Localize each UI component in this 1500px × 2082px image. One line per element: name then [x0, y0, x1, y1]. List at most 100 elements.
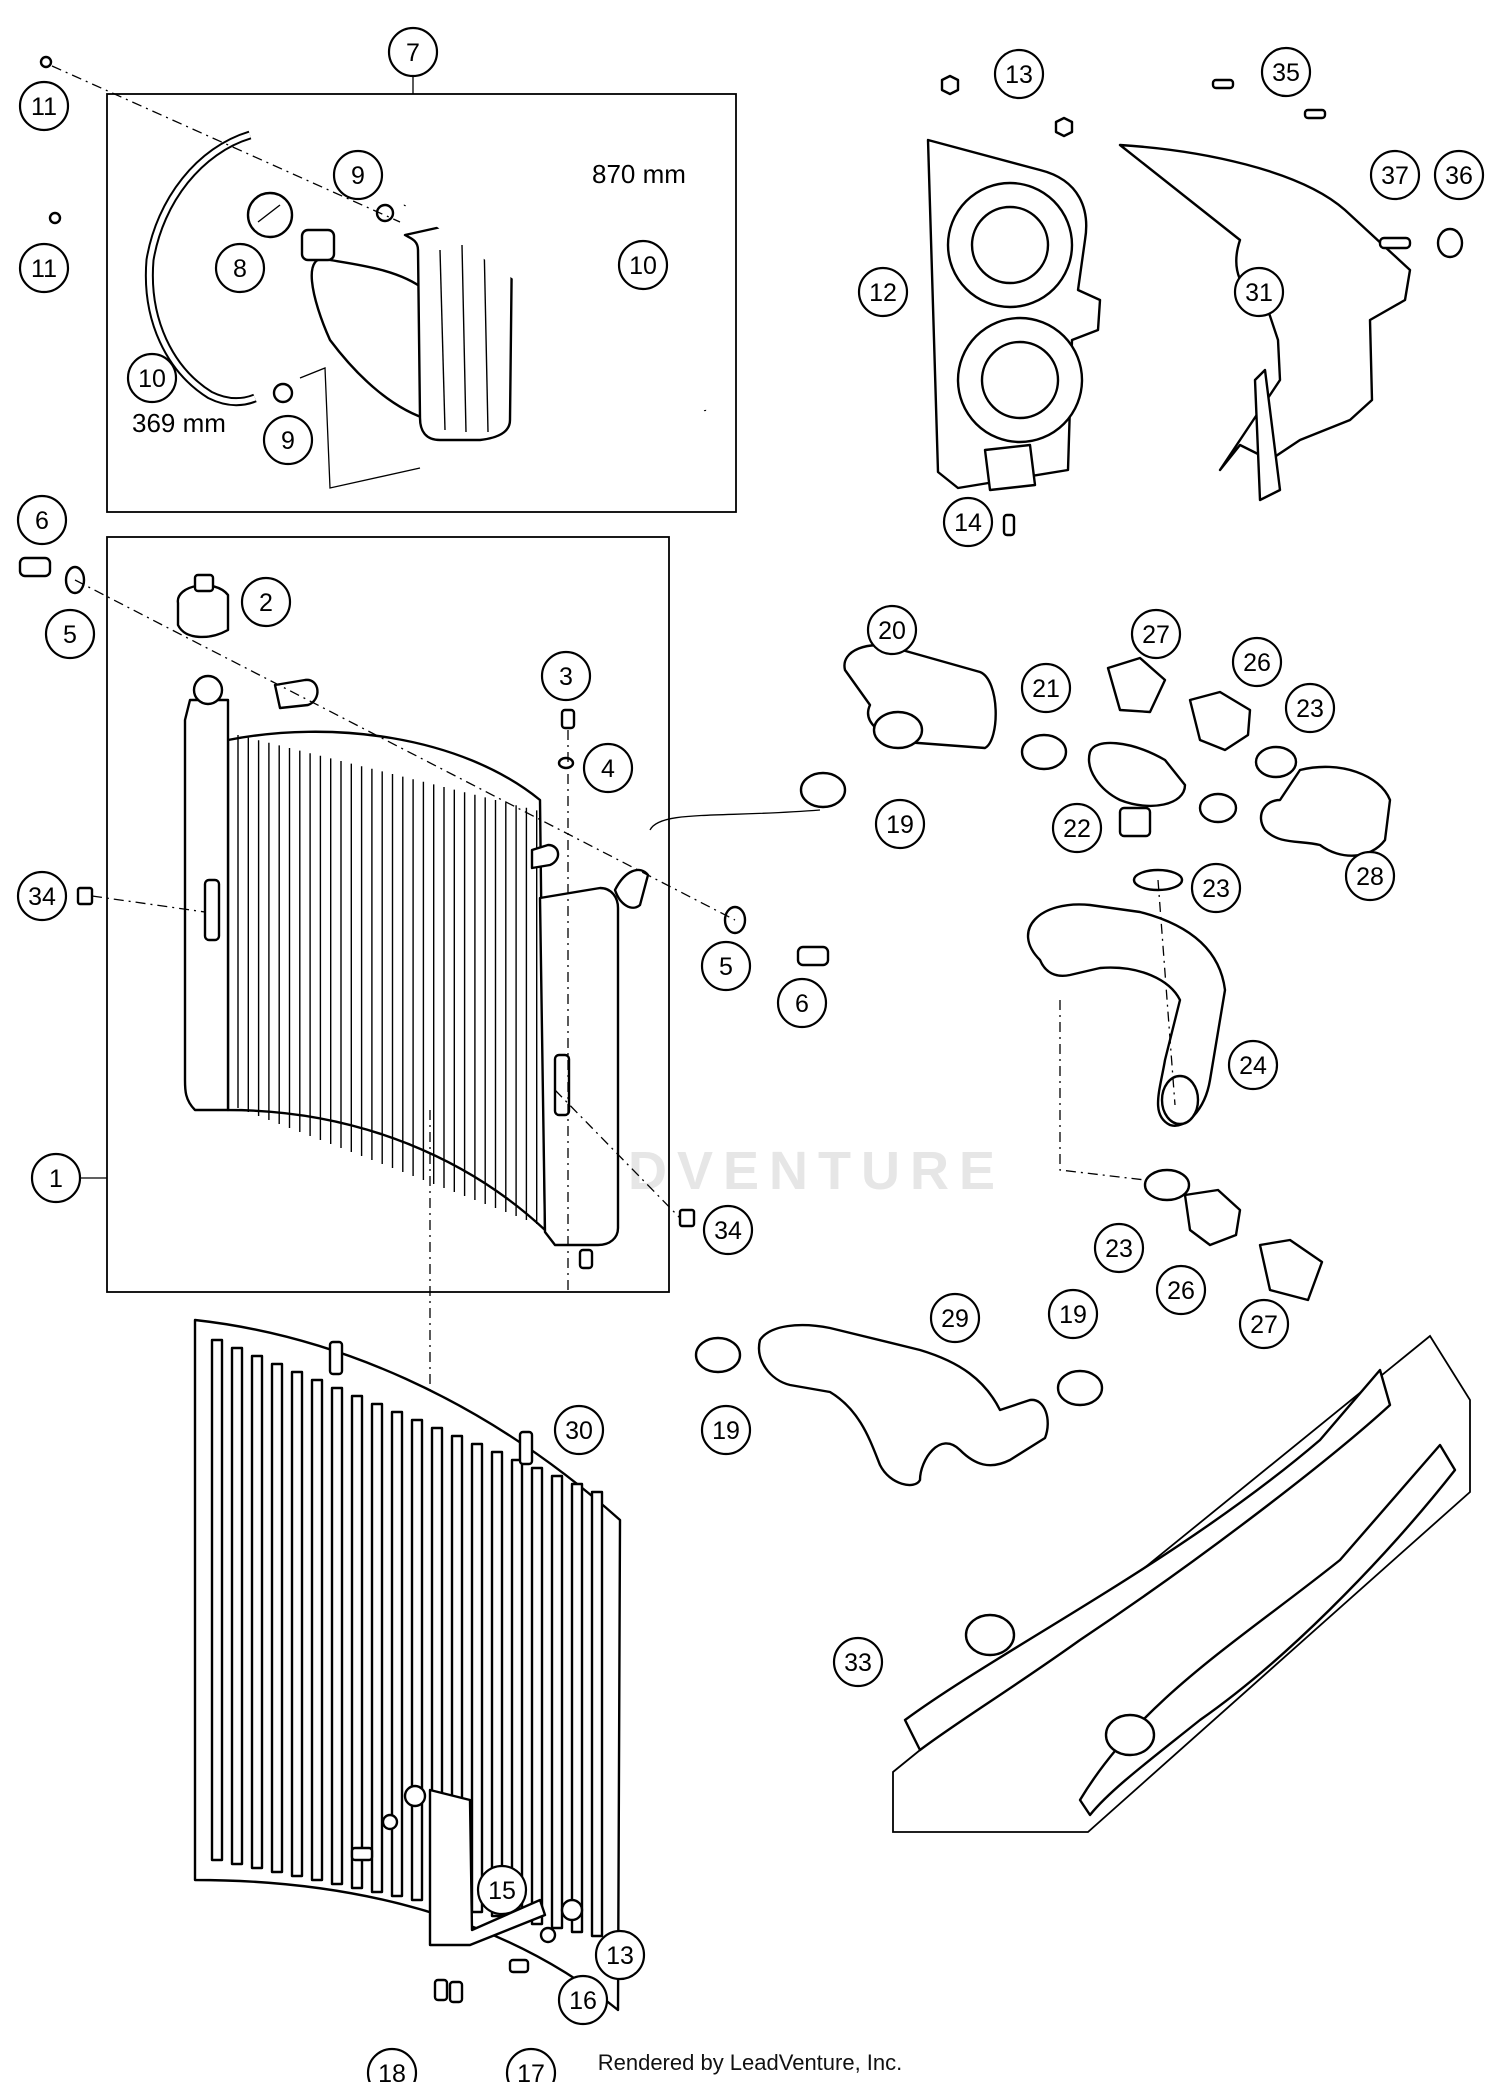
callout-label: 11: [31, 93, 57, 121]
callout-c23c: 23: [1093, 1222, 1145, 1274]
callout-label: 24: [1239, 1052, 1267, 1080]
hose-clamp-21: [1020, 733, 1068, 771]
callout-c7: 7: [387, 26, 439, 78]
callout-label: 19: [712, 1417, 740, 1445]
callout-c17: 17: [505, 2047, 557, 2082]
callout-c26a: 26: [1231, 636, 1283, 688]
callout-c5a: 5: [44, 608, 96, 660]
callout-c16: 16: [557, 1974, 609, 2026]
callout-c11b: 11: [18, 242, 70, 294]
hose-29: [757, 1323, 1049, 1487]
hose-369mm: [144, 130, 257, 407]
callout-c34a: 34: [16, 870, 68, 922]
thermostat-26: [1183, 690, 1252, 1247]
callout-label: 20: [878, 617, 906, 645]
cap-27: [1106, 656, 1324, 1302]
hose-870mm: [402, 151, 708, 412]
callout-label: 26: [1243, 649, 1271, 677]
callout-c11a: 11: [18, 80, 70, 132]
radiator-fins: [237, 735, 538, 1224]
callout-label: 11: [31, 255, 57, 283]
callout-label: 3: [559, 663, 573, 691]
dimension-369mm: 369 mm: [132, 408, 226, 438]
bolt: [557, 708, 594, 1270]
callout-label: 7: [406, 39, 420, 67]
callout-label: 4: [601, 755, 615, 783]
callout-c31: 31: [1233, 266, 1285, 318]
callout-c20: 20: [866, 604, 918, 656]
callout-c10b: 10: [126, 352, 178, 404]
fan-assembly: [926, 138, 1102, 492]
callout-label: 31: [1245, 279, 1273, 307]
hose-clamp-19: [694, 771, 1104, 1407]
callout-label: 23: [1202, 875, 1230, 903]
callout-c4: 4: [582, 742, 634, 794]
callout-c37: 37: [1369, 149, 1421, 201]
callout-c15: 15: [476, 1864, 528, 1916]
callout-c12: 12: [857, 266, 909, 318]
callout-c27a: 27: [1130, 608, 1182, 660]
callout-c13b: 13: [594, 1929, 646, 1981]
callout-label: 35: [1272, 59, 1300, 87]
callout-c3: 3: [540, 650, 592, 702]
callout-label: 13: [1005, 61, 1033, 89]
hardware-small: [350, 1784, 584, 2004]
callout-c21: 21: [1020, 662, 1072, 714]
side-cover-hardware: [1211, 78, 1464, 259]
callout-c30: 30: [553, 1404, 605, 1456]
callout-label: 10: [138, 365, 166, 393]
footer-credit: Rendered by LeadVenture, Inc.: [597, 2050, 903, 2075]
callout-label: 9: [281, 427, 295, 455]
callout-label: 17: [517, 2060, 545, 2082]
callout-c34b: 34: [702, 1204, 754, 1256]
callout-c14: 14: [942, 496, 994, 548]
screw-small: [39, 55, 62, 225]
callout-c13a: 13: [993, 48, 1045, 100]
callout-label: 16: [569, 1987, 597, 2015]
callout-label: 15: [488, 1877, 516, 1905]
callout-label: 23: [1296, 695, 1324, 723]
callout-c19a: 19: [874, 798, 926, 850]
callout-c1: 1: [30, 1152, 82, 1204]
callout-label: 23: [1105, 1235, 1133, 1263]
callout-label: 5: [719, 953, 733, 981]
callout-label: 14: [954, 509, 982, 537]
callout-label: 33: [844, 1649, 872, 1677]
callout-label: 29: [941, 1305, 969, 1333]
spacer-bushing: [18, 556, 830, 967]
callout-c18: 18: [366, 2047, 418, 2082]
callout-label: 34: [714, 1217, 742, 1245]
radiator-cap: [176, 573, 230, 639]
callout-c35: 35: [1260, 46, 1312, 98]
side-cover: [1118, 143, 1412, 502]
callout-label: 9: [351, 162, 365, 190]
air-duct: [903, 1368, 1457, 1817]
callout-c9b: 9: [262, 414, 314, 466]
callout-c22: 22: [1051, 802, 1103, 854]
callout-label: 1: [49, 1165, 63, 1193]
callout-c6a: 6: [16, 494, 68, 546]
dimension-870mm: 870 mm: [592, 159, 686, 189]
callout-c36: 36: [1433, 149, 1485, 201]
clip-nut: [76, 886, 696, 1228]
expansion-tank: [300, 213, 514, 442]
callout-label: 28: [1356, 863, 1384, 891]
hose-20: [843, 644, 997, 750]
callout-label: 19: [1059, 1301, 1087, 1329]
callout-label: 6: [35, 507, 49, 535]
box-expansion-tank-group: [106, 93, 737, 513]
hose-24: [1026, 903, 1227, 1127]
callout-c23a: 23: [1284, 682, 1336, 734]
callout-c9a: 9: [332, 149, 384, 201]
callout-c2: 2: [240, 576, 292, 628]
callout-label: 8: [233, 255, 247, 283]
guard-bracket: [428, 1788, 547, 1947]
callout-label: 18: [378, 2060, 406, 2082]
callout-label: 27: [1142, 621, 1170, 649]
callout-label: 36: [1445, 162, 1473, 190]
callout-label: 12: [869, 279, 897, 307]
callout-c26b: 26: [1155, 1264, 1207, 1316]
callout-c5b: 5: [700, 940, 752, 992]
callout-c33: 33: [832, 1636, 884, 1688]
